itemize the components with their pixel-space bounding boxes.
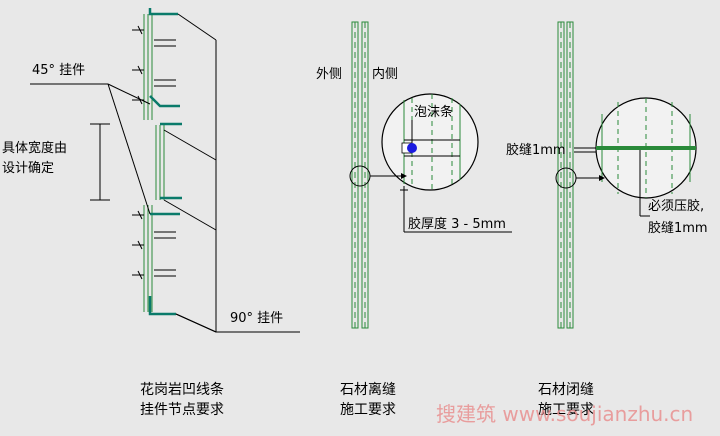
label-foam-strip: 泡沫条 (414, 105, 454, 120)
break-ticks (132, 25, 176, 280)
watermark: 搜建筑 www.soujianzhu.cn (436, 402, 694, 426)
label-outer-side: 外侧 (316, 67, 343, 82)
right-leaders (574, 147, 650, 217)
caption-middle-line2: 施工要求 (340, 402, 396, 418)
caption-middle-line1: 石材离缝 (340, 382, 396, 398)
label-width-line1: 具体宽度由 (2, 141, 68, 156)
caption-left-line2: 挂件节点要求 (140, 402, 224, 418)
leaders (30, 83, 300, 333)
closed-joint-strips (557, 21, 574, 329)
label-glue-gap: 胶缝1mm (506, 143, 566, 158)
glue-line (596, 146, 696, 150)
right-panel-drawing (555, 21, 697, 329)
left-panel-drawing (30, 8, 300, 333)
granite-slabs (143, 14, 165, 312)
stone-joint-strips (351, 21, 369, 329)
label-width-line2: 设计确定 (2, 161, 55, 176)
label-glue-thickness: 胶厚度 3 - 5mm (408, 217, 506, 232)
label-45-bracket: 45° 挂件 (32, 63, 86, 78)
caption-right-line2: 施工要求 (538, 402, 594, 418)
outline-lines (163, 13, 217, 333)
label-press-line2: 胶缝1mm (648, 221, 708, 236)
foam-rod (407, 143, 417, 153)
caption-left-line1: 花岗岩凹线条 (140, 382, 224, 398)
middle-leaders (370, 120, 512, 233)
label-press-line1: 必须压胶, (648, 199, 705, 214)
brackets (148, 8, 182, 316)
label-inner-side: 内侧 (372, 67, 399, 82)
middle-panel-drawing (349, 21, 512, 329)
width-dimension (90, 123, 110, 201)
label-90-bracket: 90° 挂件 (230, 311, 284, 326)
detail-circle (381, 93, 479, 191)
detail-marker-circle (349, 165, 371, 187)
detail-gap (404, 139, 460, 157)
detail-stones (403, 94, 461, 190)
caption-right-line1: 石材闭缝 (538, 382, 594, 398)
